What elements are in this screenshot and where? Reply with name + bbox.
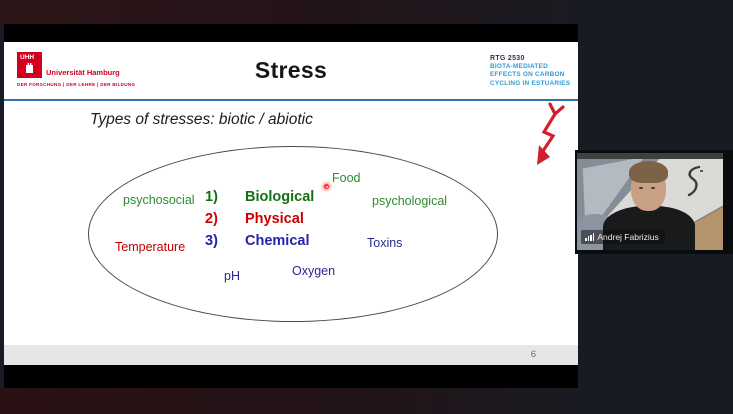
word-psychological: psychological (372, 194, 448, 208)
slide-footer: 6 (4, 345, 578, 365)
institution-motto: DER FORSCHUNG | DER LEHRE | DER BILDUNG (17, 82, 136, 87)
participant-name: Andrej Fabrizius (597, 232, 659, 242)
uhh-logo-abbr: UHH (20, 54, 35, 61)
screenshare-video: UHH Universität Hamburg DER FORSCHUNG | … (4, 24, 578, 388)
institution-name: Universität Hamburg (46, 68, 120, 77)
program-line: EFFECTS ON CARBON (490, 71, 565, 79)
header-divider (4, 99, 578, 101)
word-toxins: Toxins (367, 236, 403, 250)
word-temperature: Temperature (115, 240, 186, 254)
slide-title: Stress (254, 57, 328, 83)
top-vignette (0, 0, 578, 24)
participant-hair (629, 161, 668, 183)
stress-ellipse (88, 146, 498, 322)
bottom-vignette (0, 388, 578, 414)
list-number: 3) (205, 233, 218, 249)
word-oxygen: Oxygen (292, 264, 336, 278)
program-id: RTG 2530 (490, 55, 525, 62)
list-item-physical: 2) Physical (205, 208, 314, 230)
list-item-chemical: 3) Chemical (205, 230, 314, 252)
signal-strength-icon (585, 233, 595, 241)
webcam-video: Andrej Fabrizius (577, 153, 723, 250)
program-line: BIOTA-MEDIATED (490, 63, 548, 71)
wall-cable (687, 165, 703, 197)
list-label: Physical (245, 211, 304, 227)
word-ph: pH (224, 269, 240, 283)
program-line: CYCLING IN ESTUARIES (490, 79, 571, 87)
program-block: RTG 2530 BIOTA-MEDIATED EFFECTS ON CARBO… (490, 55, 570, 88)
list-item-biological: 1) Biological (205, 186, 314, 208)
tower-icon (26, 63, 33, 73)
laser-pointer-dot (324, 184, 329, 189)
word-psychosocial: psychosocial (123, 193, 195, 207)
slide-subtitle: Types of stresses: biotic / abiotic (90, 111, 313, 128)
list-label: Biological (245, 189, 315, 205)
participant-eye (639, 187, 643, 189)
participant-eye (651, 187, 655, 189)
list-label: Chemical (245, 233, 310, 249)
stress-type-list: 1) Biological 2) Physical 3) Chemical (205, 186, 314, 252)
list-number: 1) (205, 189, 218, 205)
lightning-arrow-icon (537, 102, 565, 165)
participant-name-badge: Andrej Fabrizius (581, 230, 665, 244)
presentation-slide: UHH Universität Hamburg DER FORSCHUNG | … (4, 42, 578, 365)
list-number: 2) (205, 211, 218, 227)
webcam-tile[interactable]: Andrej Fabrizius (575, 150, 733, 254)
uhh-logo: UHH (17, 52, 42, 78)
page-number: 6 (530, 349, 536, 360)
ceiling-beam (577, 153, 723, 159)
word-food: Food (332, 171, 361, 185)
